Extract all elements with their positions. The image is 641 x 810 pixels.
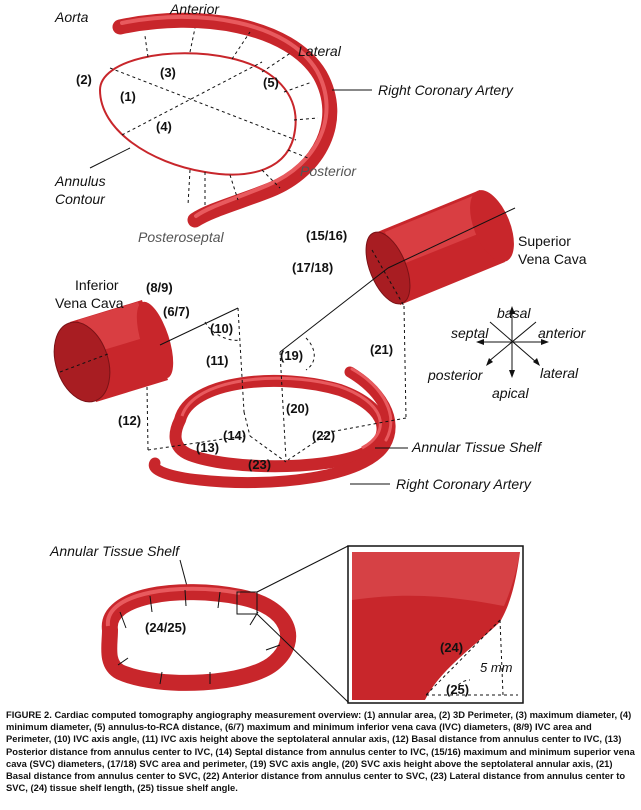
aorta-label: Aorta [54, 9, 89, 25]
shelf-label-mid: Annular Tissue Shelf [411, 439, 543, 455]
label-n10: (10) [210, 321, 233, 336]
annulus-label-1: Annulus [54, 173, 106, 189]
dir-anterior: anterior [538, 325, 587, 341]
anterior-label: Anterior [169, 1, 220, 17]
dir-basal: basal [497, 305, 531, 321]
label-n11: (11) [206, 353, 228, 368]
shelf-label-bottom: Annular Tissue Shelf [49, 543, 181, 559]
annulus-contour [98, 52, 297, 176]
label-n2: (2) [76, 72, 92, 87]
five-mm-label: 5 mm [480, 660, 513, 675]
label-n6-7: (6/7) [163, 304, 190, 319]
caption-label: FIGURE 2. [6, 709, 52, 720]
rca-tube-top [112, 12, 338, 228]
svc-label-1: Superior [518, 233, 571, 249]
bottom-panel: Annular Tissue Shelf (24/25) [49, 543, 524, 704]
label-n21: (21) [370, 342, 393, 357]
ivc-svc-measurements [146, 267, 407, 463]
label-n25-inset: (25) [446, 682, 469, 697]
ivc-label-1: Inferior [75, 277, 119, 293]
label-n23: (23) [248, 457, 271, 472]
label-n4: (4) [156, 119, 172, 134]
label-n3: (3) [160, 65, 176, 80]
measurement-overview-figure: Aorta Anterior Lateral Right Coronary Ar… [49, 1, 587, 704]
ivc-label-2: Vena Cava [55, 295, 124, 311]
label-n24-25-bottom: (24/25) [145, 620, 186, 635]
min-diameter-line [121, 61, 263, 136]
label-n8-9: (8/9) [146, 280, 173, 295]
inset-connector-top [256, 545, 349, 593]
label-n20: (20) [286, 401, 309, 416]
inset-zoom-panel: (24) (25) 5 mm [347, 545, 524, 704]
figure-caption: FIGURE 2. Cardiac computed tomography an… [6, 709, 636, 794]
rca-label-mid: Right Coronary Artery [396, 476, 532, 492]
label-n1: (1) [120, 89, 136, 104]
posteroseptal-label: Posteroseptal [138, 229, 224, 245]
label-n15-16: (15/16) [306, 228, 347, 243]
middle-panel: basal septal anterior posterior lateral … [53, 190, 587, 492]
label-n12: (12) [118, 413, 141, 428]
dir-septal: septal [451, 325, 489, 341]
label-n5: (5) [263, 75, 279, 90]
ivc-cylinder [53, 300, 174, 403]
inset-connector-bottom [256, 613, 349, 703]
label-n17-18: (17/18) [292, 260, 333, 275]
dir-lateral: lateral [540, 365, 579, 381]
annular-shelf-ring [169, 374, 389, 473]
annulus-rca-distances [144, 27, 319, 208]
label-n13: (13) [196, 440, 219, 455]
shelf-ring-bottom [101, 584, 297, 691]
inset-marker-box [236, 591, 258, 615]
rca-tube-middle [148, 366, 396, 489]
posterior-label: Posterior [300, 163, 357, 179]
annulus-label-2: Contour [55, 191, 106, 207]
top-panel: Aorta Anterior Lateral Right Coronary Ar… [54, 1, 514, 245]
label-n19: (19) [280, 348, 303, 363]
dir-posterior: posterior [427, 367, 484, 383]
label-n22: (22) [312, 428, 335, 443]
dir-apical: apical [492, 385, 529, 401]
direction-compass: basal septal anterior posterior lateral … [427, 305, 587, 401]
caption-text: Cardiac computed tomography angiography … [6, 709, 635, 794]
annulus-leader [89, 147, 131, 169]
rca-label-top: Right Coronary Artery [378, 82, 514, 98]
svc-label-2: Vena Cava [518, 251, 587, 267]
label-n24-inset: (24) [440, 640, 463, 655]
label-n14: (14) [223, 428, 246, 443]
lateral-label: Lateral [298, 43, 342, 59]
rca-tube-top-highlight [120, 14, 329, 218]
svc-cylinder [365, 190, 516, 307]
